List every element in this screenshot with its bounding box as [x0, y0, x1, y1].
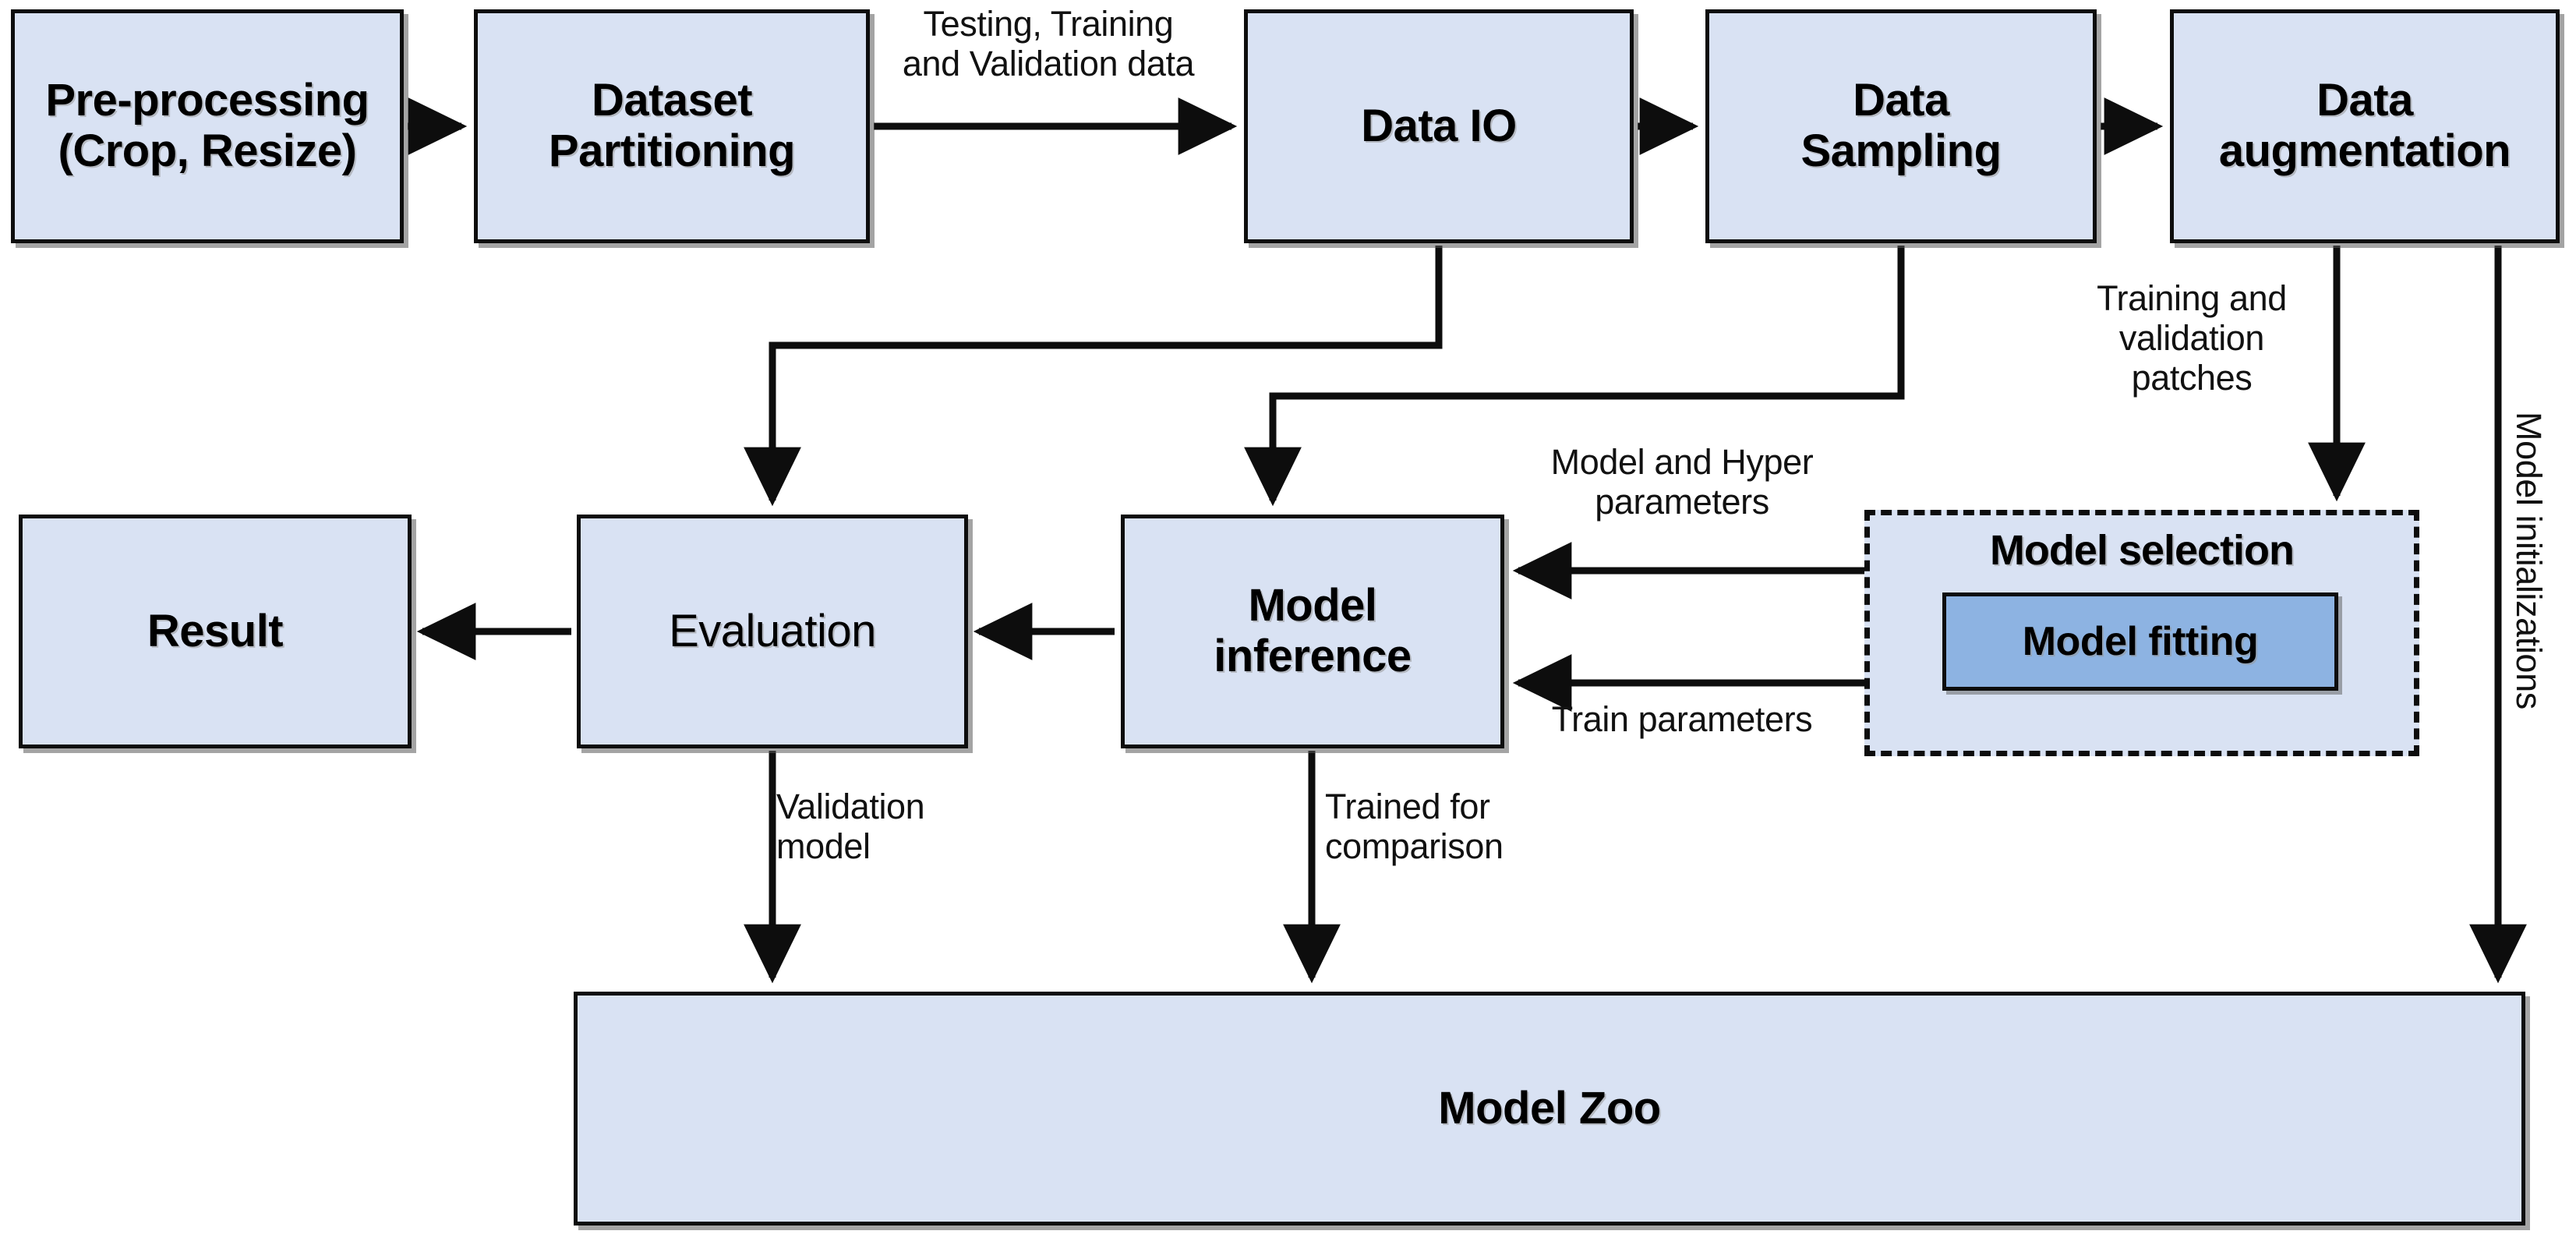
node-evaluation-label: Evaluation — [669, 605, 876, 656]
node-data-io[interactable]: Data IO — [1244, 9, 1634, 243]
node-preprocessing[interactable]: Pre-processing(Crop, Resize) — [11, 9, 404, 243]
node-evaluation[interactable]: Evaluation — [577, 515, 968, 748]
edge-data-io-to-evaluation — [744, 246, 1443, 507]
node-model-zoo[interactable]: Model Zoo — [574, 992, 2525, 1226]
node-result[interactable]: Result — [19, 515, 412, 748]
node-model-zoo-label: Model Zoo — [1438, 1082, 1661, 1134]
node-preprocessing-label: Pre-processing(Crop, Resize) — [45, 75, 369, 176]
edge-label-train-parameters: Train parameters — [1551, 699, 1813, 739]
node-result-label: Result — [147, 605, 284, 656]
node-model-fitting[interactable]: Model fitting — [1942, 592, 2338, 691]
node-model-fitting-label: Model fitting — [2022, 618, 2259, 664]
node-data-io-label: Data IO — [1361, 100, 1517, 151]
group-model-selection-label: Model selection — [1989, 527, 2295, 574]
edge-label-model-initializations: Model initializations — [2508, 412, 2549, 709]
